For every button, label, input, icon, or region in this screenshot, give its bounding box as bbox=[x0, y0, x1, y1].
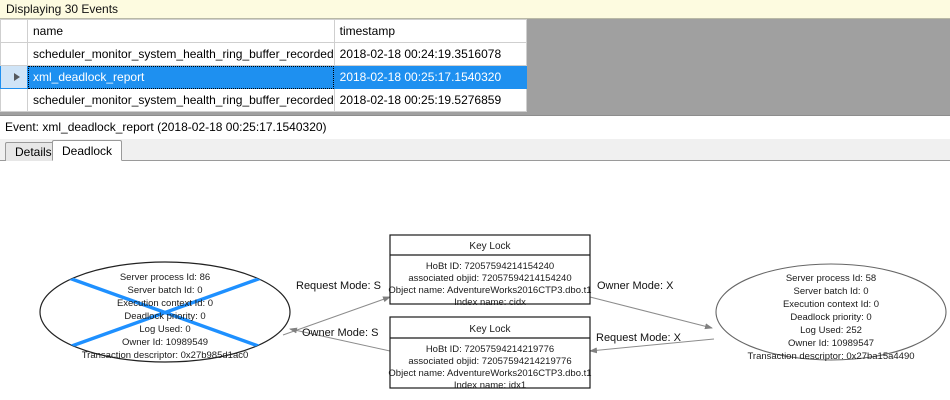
keylock-bottom-title: Key Lock bbox=[469, 324, 511, 335]
row-cell-name[interactable]: scheduler_monitor_system_health_ring_buf… bbox=[27, 42, 335, 66]
row-selector-cell[interactable] bbox=[0, 65, 28, 89]
process-node-left[interactable]: Server process Id: 86 Server batch Id: 0… bbox=[39, 261, 291, 363]
table-header-row: name timestamp bbox=[0, 19, 527, 43]
header-cell-name[interactable]: name bbox=[27, 19, 335, 43]
process-left-line-2: Execution context Id: 0 bbox=[117, 298, 213, 309]
process-right-line-0: Server process Id: 58 bbox=[786, 273, 876, 284]
process-right-line-4: Log Used: 252 bbox=[800, 325, 862, 336]
edge-right-request: Request Mode: X bbox=[589, 332, 715, 354]
edge-left-owner-label: Owner Mode: S bbox=[302, 327, 378, 339]
edge-right-owner: Owner Mode: X bbox=[589, 280, 713, 330]
resource-node-keylock-bottom[interactable]: Key Lock HoBt ID: 72057594214219776 asso… bbox=[388, 316, 592, 391]
events-grid[interactable]: name timestamp scheduler_monitor_system_… bbox=[0, 19, 950, 116]
edge-left-owner: Owner Mode: S bbox=[289, 327, 391, 352]
deadlock-graph-canvas[interactable]: Request Mode: S Owner Mode: X Owner Mode… bbox=[0, 161, 950, 400]
row-selector-cell[interactable] bbox=[0, 88, 28, 112]
events-banner: Displaying 30 Events bbox=[0, 0, 950, 19]
row-selector-arrow-icon bbox=[13, 73, 20, 81]
process-right-line-6: Transaction descriptor: 0x27ba15a4490 bbox=[747, 351, 914, 362]
row-cell-timestamp[interactable]: 2018-02-18 00:25:19.5276859 bbox=[333, 88, 527, 112]
header-cell-timestamp[interactable]: timestamp bbox=[333, 19, 527, 43]
keylock-top-line-1: associated objid: 72057594214154240 bbox=[408, 273, 571, 284]
keylock-bottom-line-2: Object name: AdventureWorks2016CTP3.dbo.… bbox=[388, 368, 591, 379]
process-left-line-4: Log Used: 0 bbox=[139, 324, 190, 335]
event-caption-label: Event: xml_deadlock_report (2018-02-18 0… bbox=[5, 120, 327, 134]
row-selector-cell[interactable] bbox=[0, 42, 28, 66]
process-node-right[interactable]: Server process Id: 58 Server batch Id: 0… bbox=[715, 263, 947, 362]
edge-right-request-label: Request Mode: X bbox=[596, 332, 682, 344]
keylock-top-title: Key Lock bbox=[469, 241, 511, 252]
process-left-line-0: Server process Id: 86 bbox=[120, 272, 210, 283]
keylock-bottom-line-0: HoBt ID: 72057594214219776 bbox=[426, 344, 554, 355]
process-right-line-3: Deadlock priority: 0 bbox=[790, 312, 871, 323]
edge-right-owner-label: Owner Mode: X bbox=[597, 280, 674, 292]
process-left-line-1: Server batch Id: 0 bbox=[128, 285, 203, 296]
keylock-bottom-line-3: Index name: idx1 bbox=[454, 380, 526, 391]
events-table: name timestamp scheduler_monitor_system_… bbox=[0, 19, 527, 112]
row-cell-timestamp[interactable]: 2018-02-18 00:24:19.3516078 bbox=[333, 42, 527, 66]
row-cell-name[interactable]: scheduler_monitor_system_health_ring_buf… bbox=[27, 88, 335, 112]
edge-left-request: Request Mode: S bbox=[282, 280, 391, 336]
keylock-bottom-line-1: associated objid: 72057594214219776 bbox=[408, 356, 571, 367]
events-banner-label: Displaying 30 Events bbox=[6, 2, 119, 16]
header-cell-selector bbox=[0, 19, 28, 43]
process-left-line-6: Transaction descriptor: 0x27b985d1ac0 bbox=[82, 350, 249, 361]
keylock-top-line-0: HoBt ID: 72057594214154240 bbox=[426, 261, 554, 272]
keylock-top-line-3: Index name: cidx bbox=[454, 297, 526, 308]
table-row[interactable]: scheduler_monitor_system_health_ring_buf… bbox=[0, 42, 527, 66]
table-row[interactable]: scheduler_monitor_system_health_ring_buf… bbox=[0, 88, 527, 112]
process-left-line-3: Deadlock priority: 0 bbox=[124, 311, 205, 322]
row-cell-timestamp[interactable]: 2018-02-18 00:25:17.1540320 bbox=[333, 65, 527, 89]
event-caption: Event: xml_deadlock_report (2018-02-18 0… bbox=[0, 117, 950, 139]
edge-left-request-label: Request Mode: S bbox=[296, 280, 381, 292]
table-row-selected[interactable]: xml_deadlock_report 2018-02-18 00:25:17.… bbox=[0, 65, 527, 89]
process-right-line-5: Owner Id: 10989547 bbox=[788, 338, 874, 349]
tab-deadlock[interactable]: Deadlock bbox=[52, 140, 123, 161]
process-right-line-1: Server batch Id: 0 bbox=[794, 286, 869, 297]
victim-cross-icon bbox=[54, 271, 276, 354]
tab-strip: Details Deadlock bbox=[0, 139, 950, 161]
keylock-top-line-2: Object name: AdventureWorks2016CTP3.dbo.… bbox=[388, 285, 591, 296]
row-cell-name[interactable]: xml_deadlock_report bbox=[27, 65, 335, 89]
resource-node-keylock-top[interactable]: Key Lock HoBt ID: 72057594214154240 asso… bbox=[388, 234, 592, 308]
process-right-line-2: Execution context Id: 0 bbox=[783, 299, 879, 310]
process-left-line-5: Owner Id: 10989549 bbox=[122, 337, 208, 348]
